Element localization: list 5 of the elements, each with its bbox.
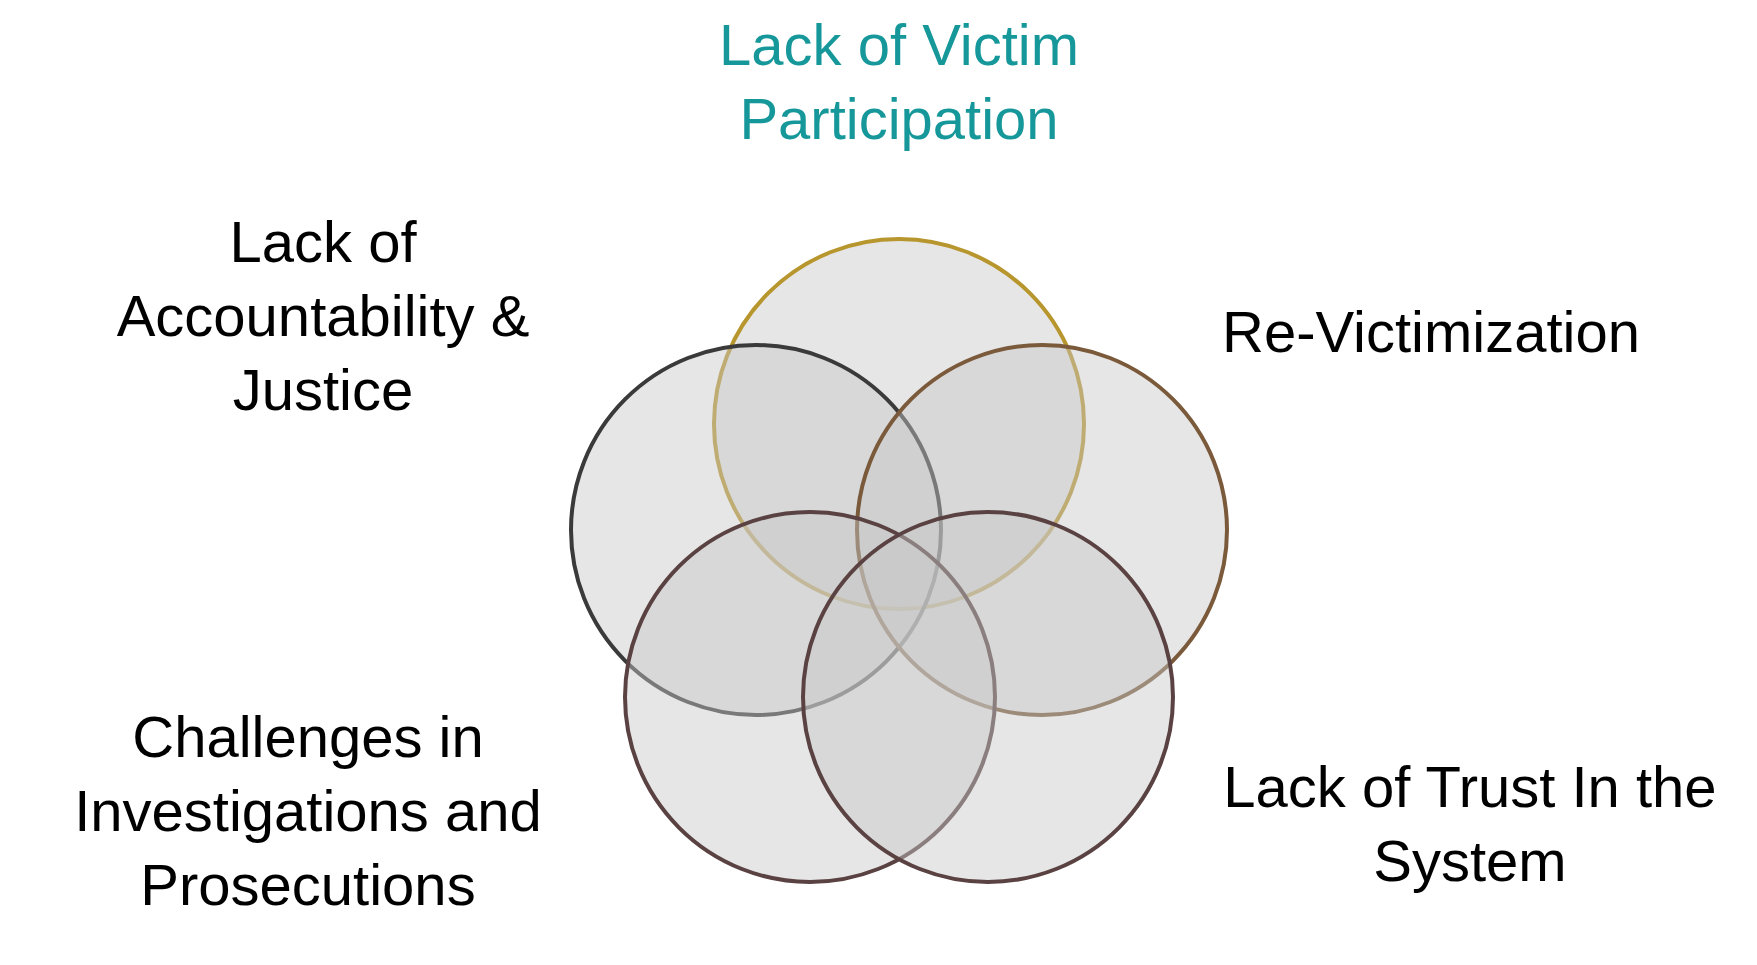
category-label: Lack of Accountability & Justice <box>115 208 531 425</box>
category-label: Re-Victimization <box>1222 298 1641 366</box>
category-label: Lack of Victim Participation <box>718 11 1080 154</box>
category-label: Challenges in Investigations and Prosecutions <box>73 703 543 920</box>
category-label: Lack of Trust In the System <box>1222 753 1718 896</box>
